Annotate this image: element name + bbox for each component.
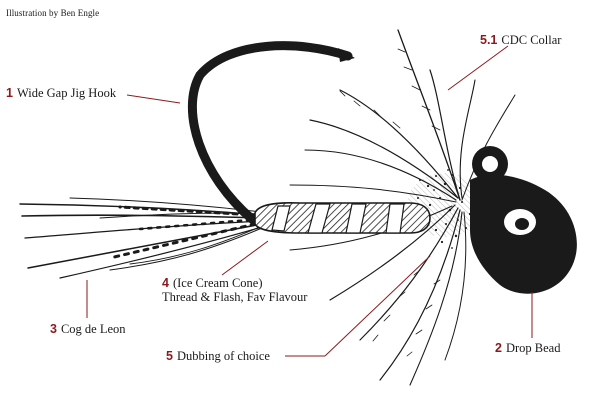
- label-dubbing-text: Dubbing of choice: [176, 349, 270, 363]
- label-bead-number: 2: [495, 341, 502, 355]
- label-body: 4(Ice Cream Cone) Thread & Flash, Fav Fl…: [162, 276, 307, 304]
- illustration-credit: Illustration by Ben Engle: [6, 8, 100, 18]
- label-tail-number: 3: [50, 322, 57, 336]
- label-bead-text: Drop Bead: [505, 341, 561, 355]
- label-collar-number: 5.1: [480, 33, 498, 47]
- body-thread-flash: [254, 202, 431, 234]
- tail-fibers: [19, 197, 263, 279]
- label-collar-text: CDC Collar: [501, 33, 562, 47]
- label-body-text: (Ice Cream Cone): [172, 276, 263, 290]
- label-hook-text: Wide Gap Jig Hook: [16, 86, 117, 100]
- label-hook-number: 1: [6, 86, 13, 100]
- drop-bead: [470, 146, 577, 294]
- label-dubbing-number: 5: [166, 349, 173, 363]
- hook: [187, 41, 355, 225]
- label-body-subtext: Thread & Flash, Fav Flavour: [162, 290, 308, 304]
- label-body-number: 4: [162, 276, 169, 290]
- leader-lines: [86, 45, 533, 357]
- label-tail-text: Cog de Leon: [60, 322, 126, 336]
